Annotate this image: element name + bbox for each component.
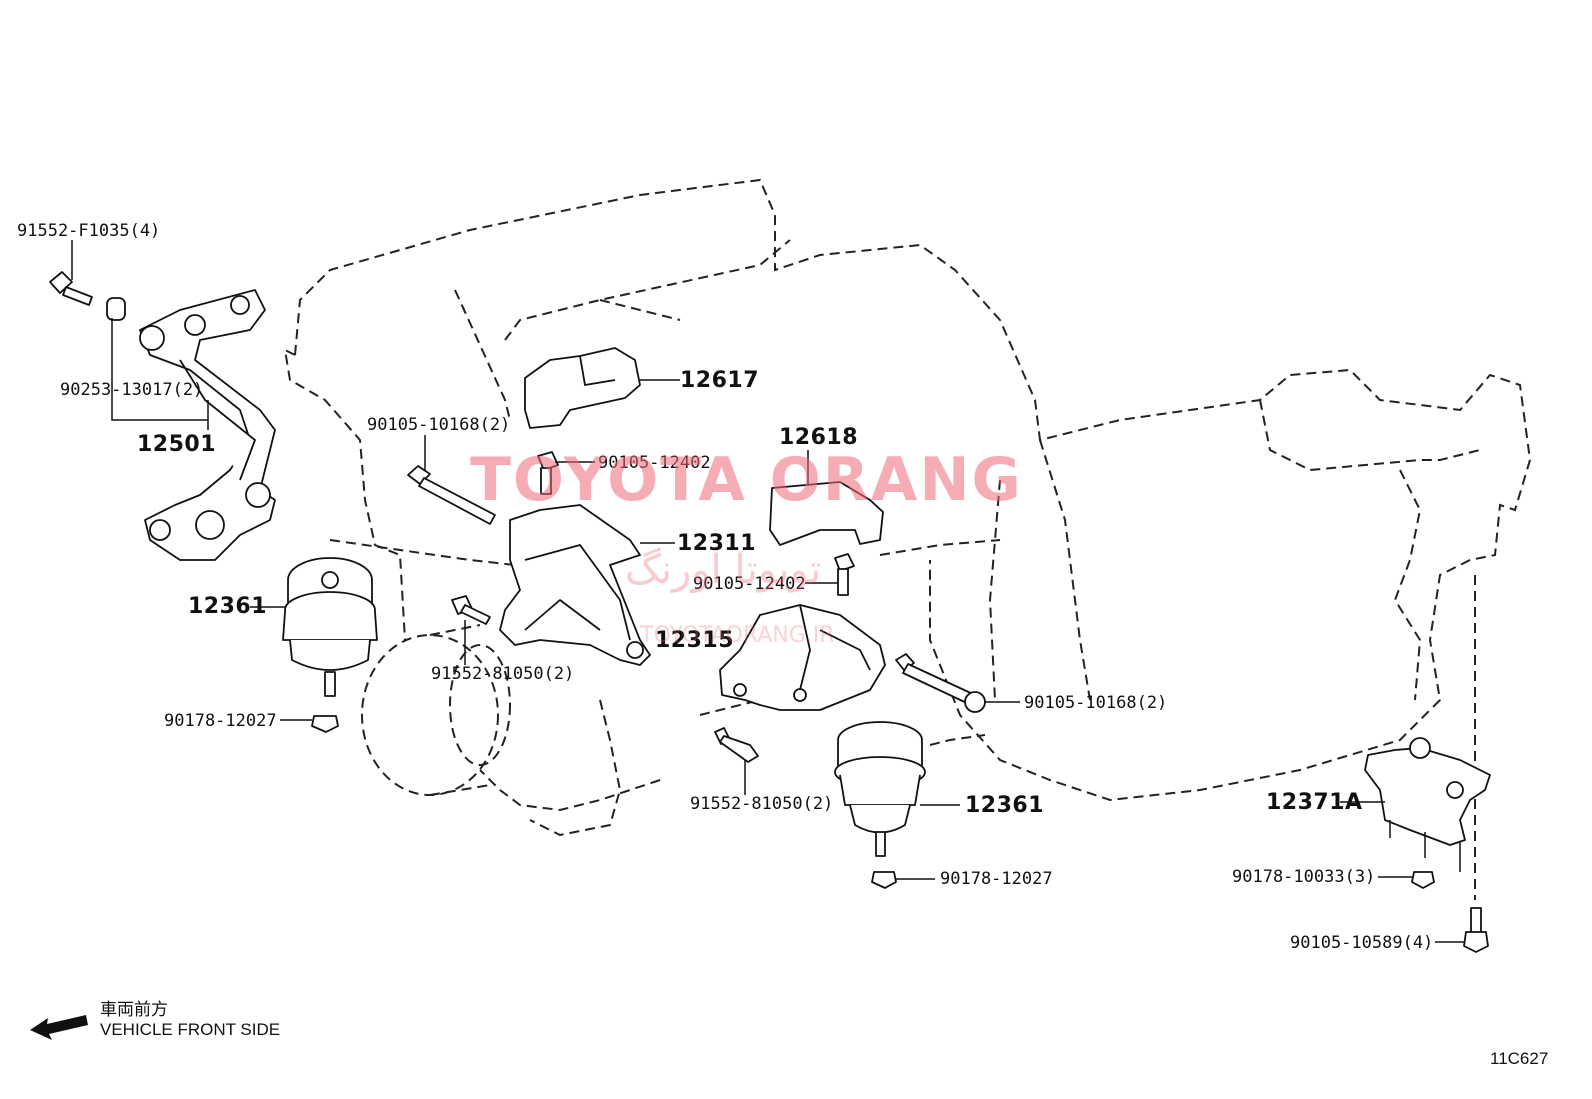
label-91552-81050-bottom: 91552-81050(2): [690, 794, 833, 814]
label-90105-10589: 90105-10589(4): [1290, 933, 1433, 953]
mount-12361-right: [834, 721, 926, 857]
label-12361-right: 12361: [965, 793, 1044, 818]
label-90105-12402-top: 90105-12402: [598, 453, 711, 473]
watermark-site: TOYOTAORANG.IR: [639, 623, 835, 648]
bolt-91552-f1035: [49, 271, 93, 306]
label-12371a: 12371A: [1266, 790, 1363, 815]
label-12361-left: 12361: [188, 594, 267, 619]
bracket-12371a: [1364, 737, 1491, 872]
bolt-91552-81050-left: [451, 595, 491, 625]
bolt-90105-12402-mid: [834, 553, 855, 596]
nut-90178-12027-left: [311, 715, 339, 733]
label-12311: 12311: [677, 531, 756, 556]
cover-12617: [524, 347, 641, 429]
label-90105-12402-mid: 90105-12402: [693, 574, 806, 594]
mount-12361-left: [282, 557, 378, 697]
bolt-90105-12402-top: [537, 451, 559, 495]
bolt-90105-10589: [1463, 907, 1489, 953]
bolt-90105-10168-right: [895, 653, 986, 713]
label-90178-12027-right: 90178-12027: [940, 869, 1053, 889]
label-91552-f1035: 91552-F1035(4): [17, 221, 160, 241]
label-12618: 12618: [779, 425, 858, 450]
bolt-90105-10168-top: [407, 465, 496, 525]
bolt-91552-81050-bottom: [714, 727, 759, 763]
nut-90178-12027-right: [871, 871, 897, 889]
plate-12618: [769, 481, 884, 546]
label-90178-12027-left: 90178-12027: [164, 711, 277, 731]
label-12501: 12501: [137, 432, 216, 457]
direction-jp: 車両前方: [100, 1000, 168, 1019]
diagram-code: 11C627: [1490, 1049, 1548, 1068]
bracket-12315: [719, 604, 886, 711]
watermark-main: TOYOTA ORANG: [470, 445, 1023, 515]
leader-lines: [71, 240, 1465, 943]
bracket-12501: [139, 289, 276, 561]
label-91552-81050-left: 91552-81050(2): [431, 664, 574, 684]
collar-90253-13017: [106, 297, 126, 321]
nut-90178-10033: [1411, 871, 1435, 889]
bracket-12311: [499, 504, 651, 666]
label-90105-10168-top: 90105-10168(2): [367, 415, 510, 435]
arrow-left-icon: [30, 1015, 88, 1040]
label-90253-13017: 90253-13017(2): [60, 380, 203, 400]
watermark-persian: تویوتا اورنگ: [625, 547, 821, 593]
label-12617: 12617: [680, 368, 759, 393]
direction-en: VEHICLE FRONT SIDE: [100, 1020, 280, 1039]
engine-outline: [283, 178, 1532, 900]
label-90105-10168-right: 90105-10168(2): [1024, 693, 1167, 713]
crank-pulley-outline: [361, 624, 511, 796]
label-12315: 12315: [655, 628, 734, 653]
label-90178-10033: 90178-10033(3): [1232, 867, 1375, 887]
